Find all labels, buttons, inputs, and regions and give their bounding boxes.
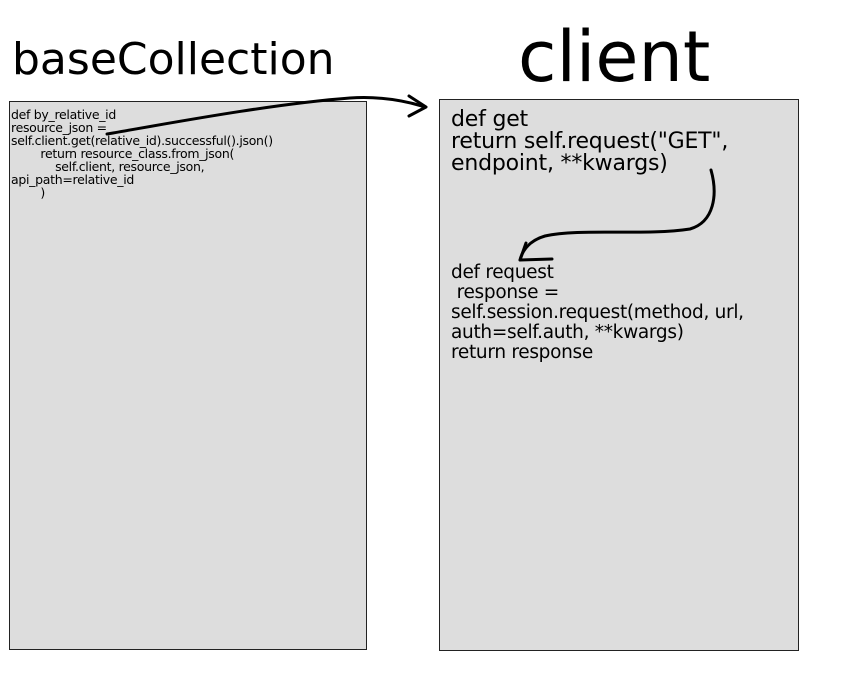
get-method-code: def get return self.request("GET", endpo… [451, 109, 728, 175]
client-title: client [518, 16, 711, 98]
code-line: return self.request("GET", [451, 129, 729, 154]
base-collection-title: baseCollection [12, 34, 335, 85]
code-line: def get [451, 107, 528, 132]
code-line: self.session.request(method, url, [451, 302, 744, 323]
code-line: ) [11, 185, 45, 200]
request-method-code: def request response = self.session.requ… [451, 263, 744, 363]
base-collection-panel: def by_relative_id resource_json = self.… [9, 101, 367, 650]
code-line: resource_json = [11, 120, 107, 135]
client-panel: def get return self.request("GET", endpo… [439, 99, 799, 651]
code-line: return response [451, 342, 593, 363]
by-relative-id-code: def by_relative_id resource_json = self.… [11, 108, 273, 199]
code-line: return resource_class.from_json( [11, 146, 235, 161]
code-line: auth=self.auth, **kwargs) [451, 322, 684, 343]
code-line: def request [451, 262, 554, 283]
code-line: self.client.get(relative_id).successful(… [11, 133, 273, 148]
code-line: response = [451, 282, 560, 303]
code-line: self.client, resource_json, [11, 159, 205, 174]
code-line: api_path=relative_id [11, 172, 135, 187]
code-line: endpoint, **kwargs) [451, 151, 668, 176]
code-line: def by_relative_id [11, 107, 116, 122]
